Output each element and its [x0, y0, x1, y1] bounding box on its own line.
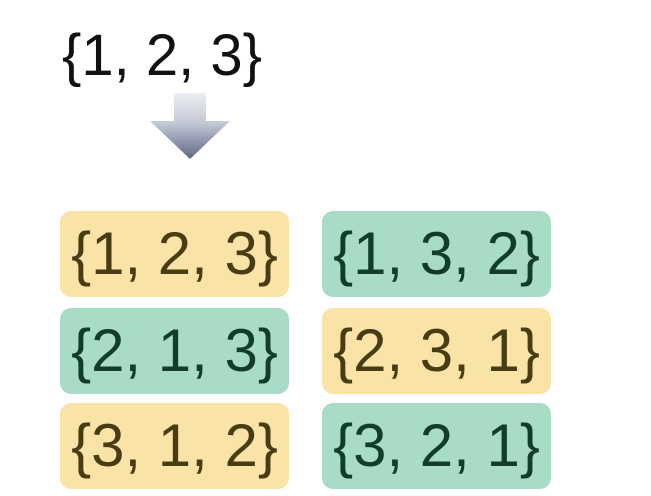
permutation-cell: {2, 1, 3} [60, 308, 289, 394]
down-arrow-icon [150, 93, 230, 159]
permutation-cell: {3, 2, 1} [322, 403, 551, 489]
permutation-cell: {3, 1, 2} [60, 403, 289, 489]
source-set: {1, 2, 3} [62, 23, 262, 88]
permutation-cell: {2, 3, 1} [322, 308, 551, 394]
permutation-grid: {1, 2, 3} {1, 3, 2} {2, 1, 3} {2, 3, 1} … [60, 211, 553, 490]
permutation-cell: {1, 2, 3} [60, 211, 289, 297]
permutation-cell: {1, 3, 2} [322, 211, 551, 297]
